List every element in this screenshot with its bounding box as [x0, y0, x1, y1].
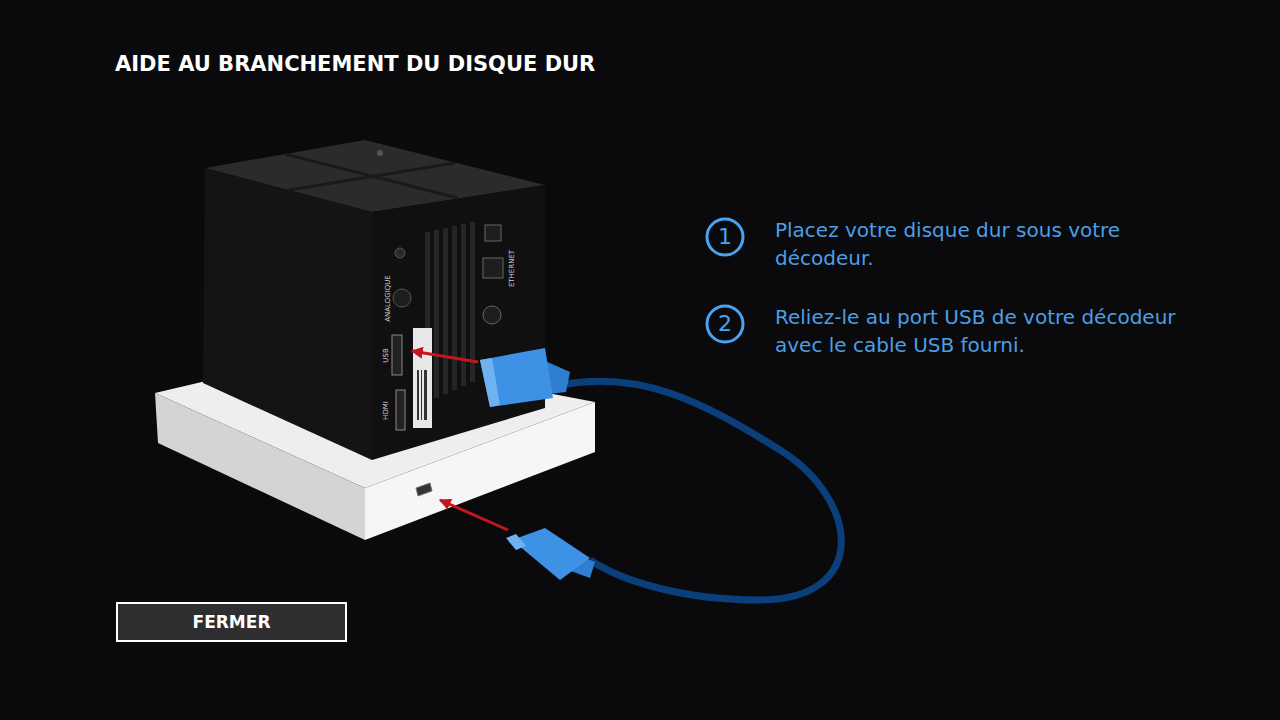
- instruction-text: Reliez-le au port USB de votre décodeur …: [775, 303, 1195, 359]
- port-label: ANALOGIQUE: [385, 275, 392, 322]
- port-label: USB: [383, 348, 390, 362]
- red-arrow: [440, 500, 508, 530]
- step-number: 1: [718, 226, 732, 248]
- barcode: [417, 370, 427, 420]
- mini-usb-tip: [506, 534, 526, 550]
- mini-usb-port: [416, 483, 432, 496]
- power-jack: [483, 306, 501, 324]
- analog-port: [393, 289, 411, 307]
- step-number-circle: 1: [705, 217, 745, 257]
- ethernet-port: [483, 258, 503, 278]
- button-label: FERMER: [193, 612, 271, 632]
- decoder-side: [203, 168, 372, 460]
- step-number-circle: 2: [705, 304, 745, 344]
- power-switch: [485, 225, 501, 241]
- port-label: HDMI: [382, 401, 389, 420]
- usb-port: [392, 335, 402, 375]
- barcode-sticker: [413, 328, 432, 428]
- screen-title: AIDE AU BRANCHEMENT DU DISQUE DUR: [115, 52, 595, 76]
- instruction-text: Placez votre disque dur sous votre décod…: [775, 216, 1135, 272]
- mini-usb-plug: [512, 528, 590, 580]
- close-button: FERMER: [116, 602, 347, 642]
- vent-slots: [425, 222, 475, 402]
- decoder-top-seams: [285, 154, 458, 198]
- port-label: ETHERNET: [510, 249, 517, 286]
- usb-a-tip: [480, 358, 500, 407]
- hdmi-port: [396, 390, 405, 430]
- audio-jack: [395, 248, 405, 258]
- decoder-led: [377, 150, 383, 156]
- usb-cable: [560, 381, 841, 600]
- usb-a-plug: [480, 348, 553, 407]
- red-arrow: [412, 351, 478, 362]
- step-number: 2: [718, 313, 732, 335]
- decoder-rear: [372, 185, 545, 460]
